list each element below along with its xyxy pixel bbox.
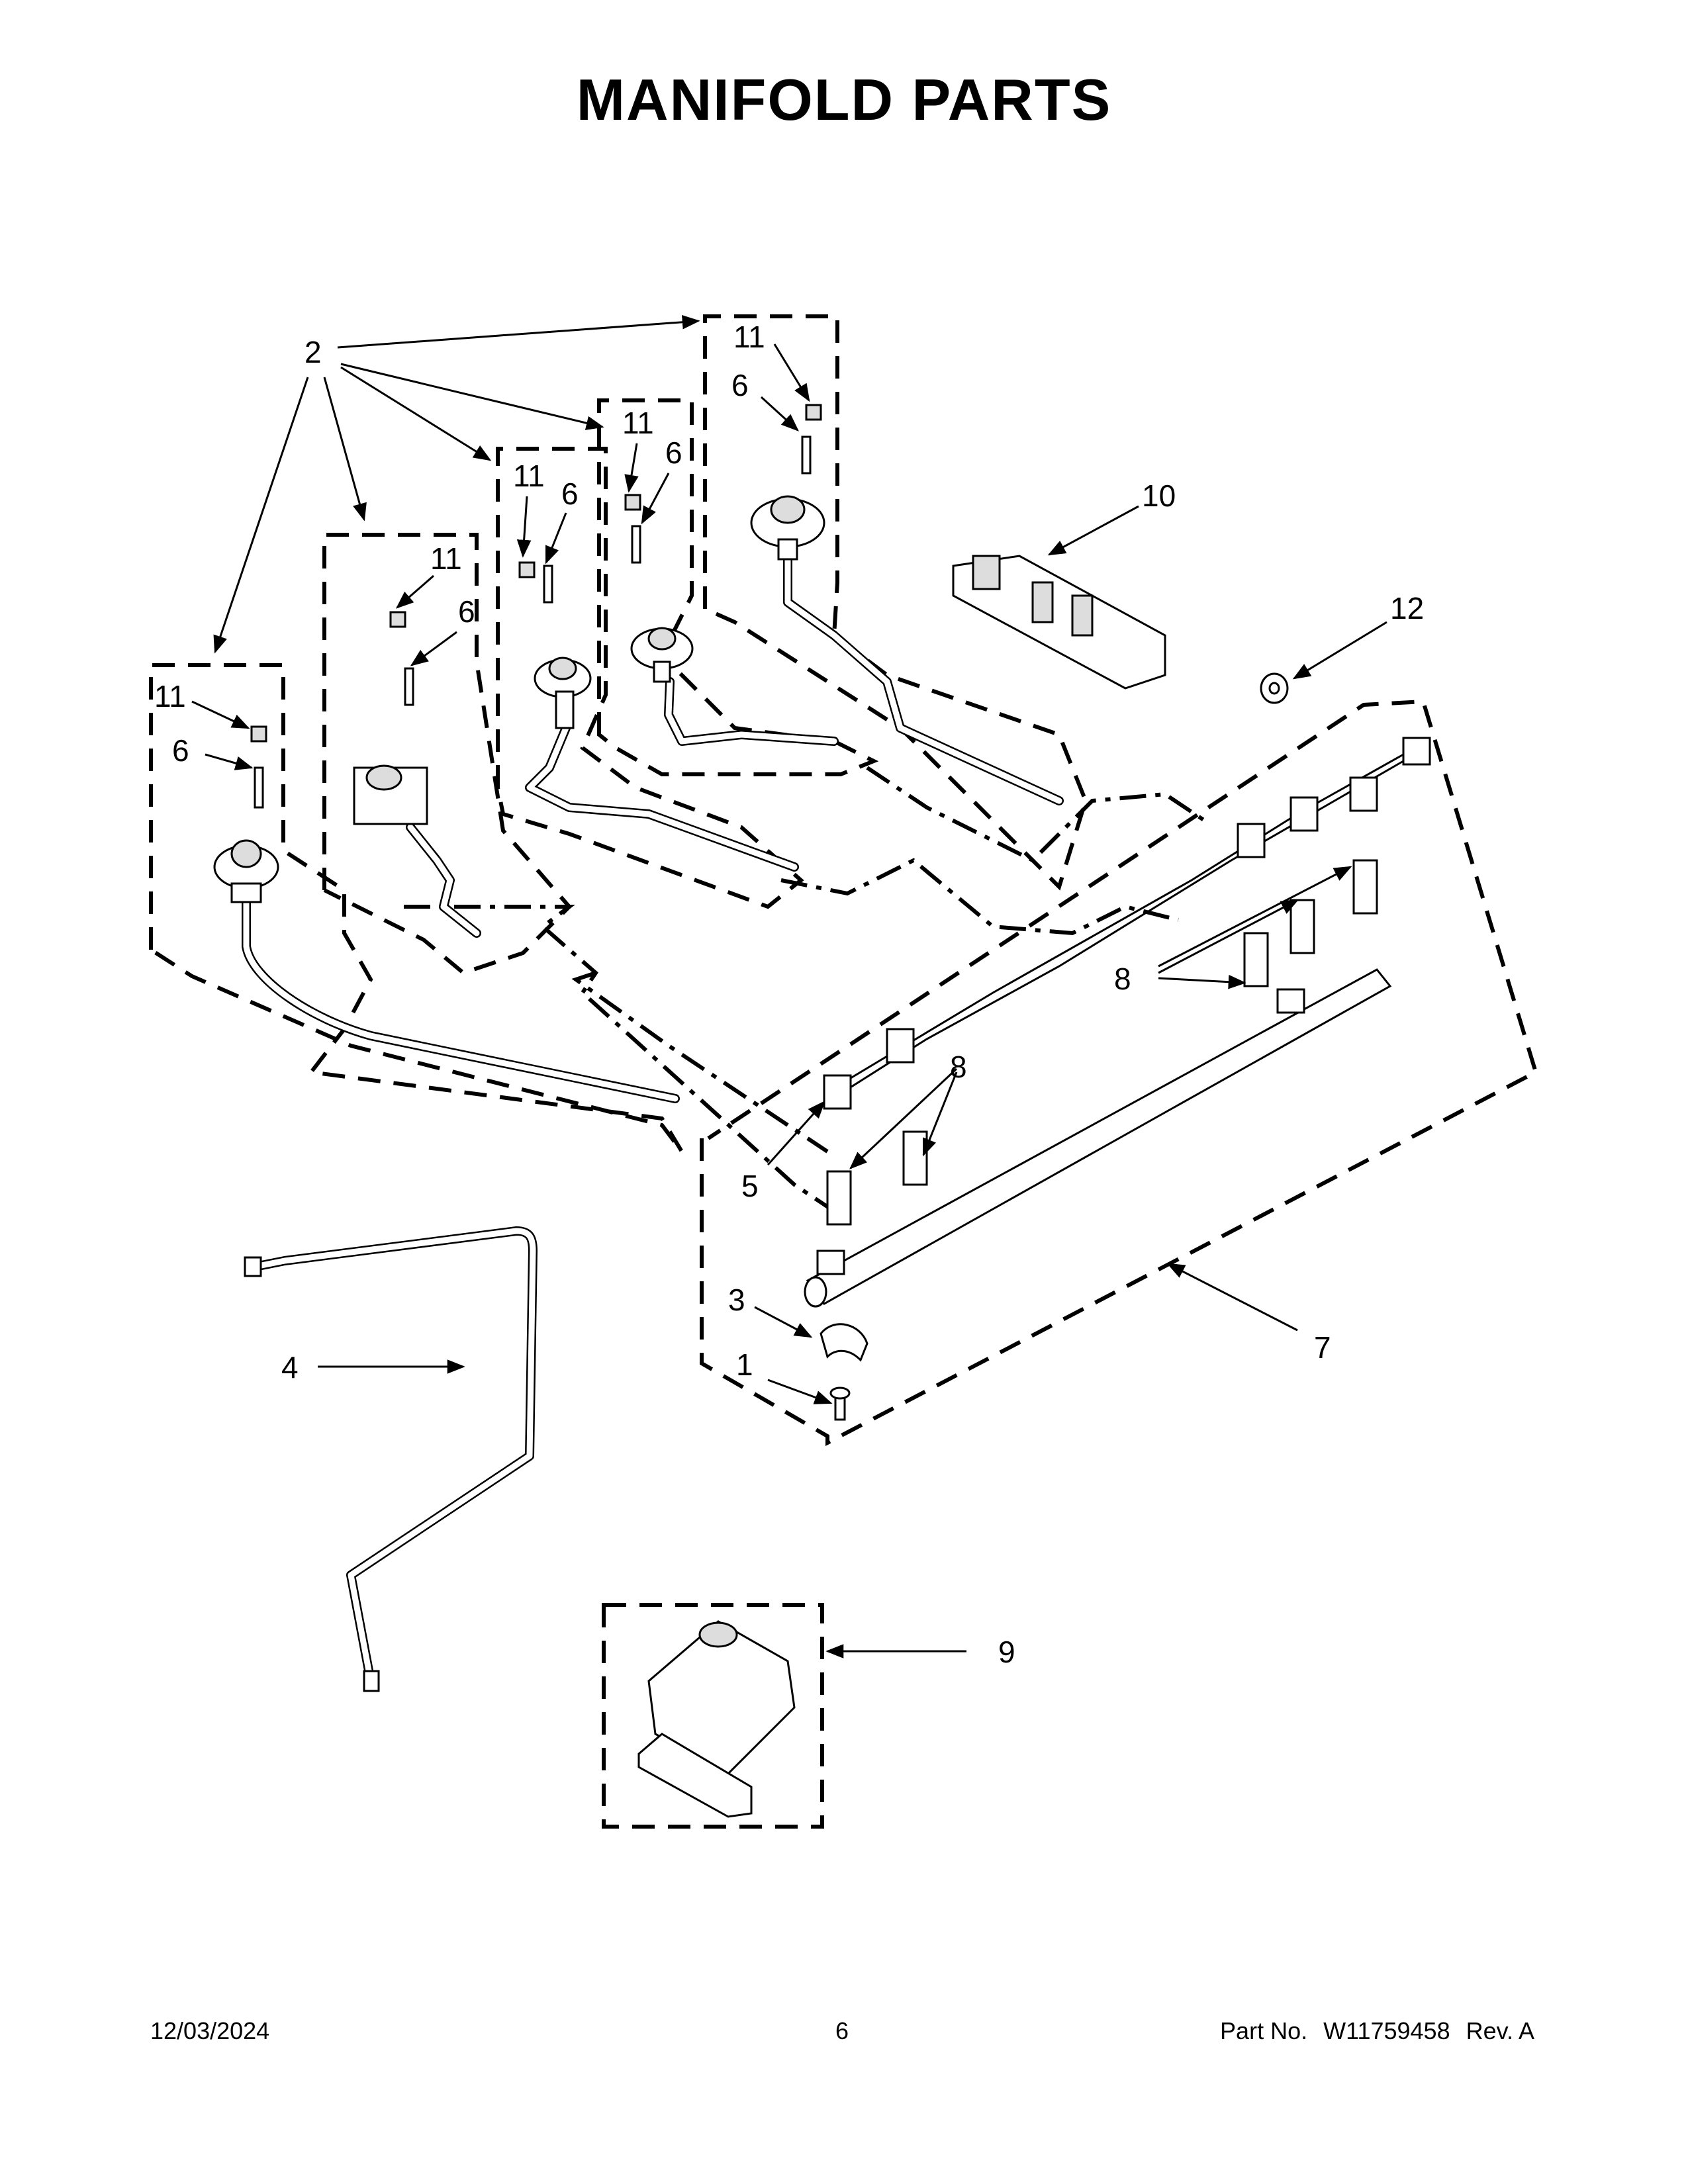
page-title: MANIFOLD PARTS bbox=[576, 67, 1112, 132]
part-number-label: Part No. bbox=[1220, 2017, 1308, 2044]
callout-leaders bbox=[191, 315, 1387, 1659]
pressure-regulator bbox=[637, 1620, 796, 1818]
burner-valve-group-5-outline bbox=[703, 314, 1088, 891]
supply-tube bbox=[244, 1226, 538, 1692]
part-number-value: W11759458 bbox=[1323, 2017, 1450, 2044]
burner-valve-3 bbox=[518, 561, 592, 729]
callout-1: 1 bbox=[736, 1347, 753, 1382]
callout-10: 10 bbox=[1142, 478, 1176, 513]
callout-11-c: 11 bbox=[513, 459, 545, 493]
revision-label: Rev. A bbox=[1466, 2017, 1534, 2044]
callout-8-b: 8 bbox=[950, 1050, 967, 1084]
callout-6-d: 6 bbox=[458, 594, 475, 629]
burner-valve-5 bbox=[750, 404, 825, 561]
footer-page-number: 6 bbox=[835, 2017, 849, 2044]
callout-6-e: 6 bbox=[172, 733, 189, 768]
burner-tubes bbox=[242, 551, 1064, 1103]
burner-valve-4 bbox=[624, 494, 694, 683]
callout-11-a: 11 bbox=[733, 320, 765, 354]
washer bbox=[1260, 672, 1289, 704]
screw bbox=[829, 1387, 851, 1421]
ignitor-harness bbox=[823, 737, 1431, 1110]
callout-7: 7 bbox=[1314, 1330, 1331, 1365]
callout-6-a: 6 bbox=[731, 368, 749, 402]
callout-9: 9 bbox=[998, 1635, 1015, 1669]
manifold-clamp bbox=[820, 1323, 868, 1362]
callout-12: 12 bbox=[1390, 591, 1424, 625]
callout-11-e: 11 bbox=[154, 679, 186, 713]
callout-labels: 2 11 6 11 6 11 6 11 6 11 6 10 12 8 8 5 7… bbox=[154, 320, 1424, 1669]
callout-4: 4 bbox=[281, 1350, 299, 1385]
burner-valve-group-3-outline bbox=[496, 447, 804, 909]
burner-valve-2 bbox=[353, 611, 428, 825]
callout-11-b: 11 bbox=[622, 406, 654, 440]
callout-8-a: 8 bbox=[1114, 962, 1131, 996]
callout-6-c: 6 bbox=[561, 477, 579, 511]
callout-3: 3 bbox=[728, 1283, 745, 1317]
spark-module bbox=[952, 555, 1166, 690]
regulator-outline bbox=[602, 1603, 824, 1829]
callout-11-d: 11 bbox=[430, 541, 462, 576]
callout-5: 5 bbox=[741, 1169, 759, 1203]
footer-part-number: Part No. W11759458 Rev. A bbox=[1220, 2017, 1534, 2045]
manifold-assembly-outline bbox=[700, 699, 1538, 1446]
footer-date: 12/03/2024 bbox=[150, 2017, 270, 2044]
burner-valve-group-2-outline bbox=[322, 533, 573, 976]
burner-valve-1 bbox=[213, 725, 279, 903]
callout-2: 2 bbox=[305, 335, 322, 369]
callout-6-b: 6 bbox=[665, 435, 682, 470]
gas-routing-lines bbox=[404, 766, 1206, 1213]
manifold-pipe bbox=[804, 968, 1392, 1308]
burner-valve-group-4-outline bbox=[597, 398, 879, 776]
